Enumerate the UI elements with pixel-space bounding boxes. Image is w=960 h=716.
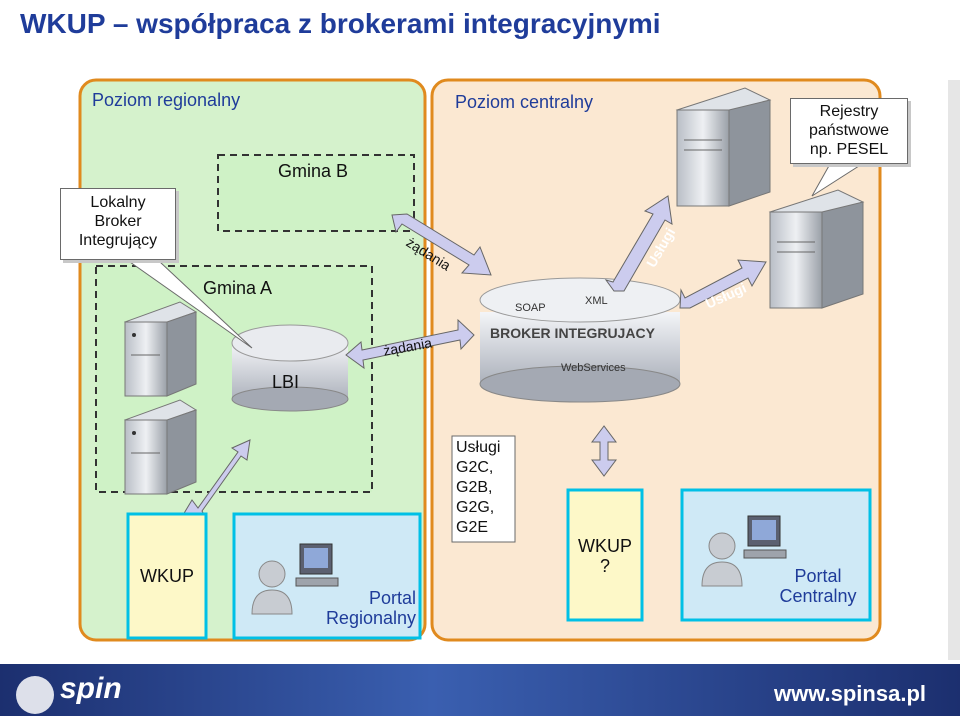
portal-regional-label: Portal Regionalny [300,588,416,628]
portal-line: Portal [794,566,842,586]
callout-line: państwowe [808,122,890,139]
services-line: G2G, [456,499,495,516]
services-line: G2C, [456,459,494,476]
lbi-database [231,324,349,412]
wkup-regional-label: WKUP [140,566,194,586]
side-bar [948,80,960,660]
services-list: Usługi G2C, G2B, G2G, G2E [456,438,500,538]
server-icon [123,399,198,495]
callout-line: Integrujący [78,232,158,249]
broker-xml-label: XML [585,295,608,307]
server-icon [123,301,198,397]
gmina-b-label: Gmina B [278,161,349,181]
portal-line: Portal [368,588,416,608]
wkup-central-label: WKUP ? [568,536,642,576]
broker-wkup-arrow [591,425,617,477]
spin-logo: spin [60,672,122,705]
footer-bar [0,664,960,716]
lbi-label: LBI [272,372,300,392]
lbi-callout-tail [128,261,253,349]
server-icon [768,189,865,309]
callout-line: Rejestry [819,103,879,120]
registries-callout: Rejestry państwowe np. PESEL [790,98,908,164]
request-arrow-top [391,213,492,276]
registry-callout-tail [811,163,864,197]
page-title: WKUP – współpraca z brokerami integracyj… [20,8,661,39]
wkup-regional-box [126,512,208,640]
services-line: Usługi [456,439,501,456]
services-line: G2E [456,519,489,536]
spin-logo-icon [16,676,54,714]
wkup-line: WKUP [578,536,632,556]
portal-line: Regionalny [325,608,416,628]
user-computer-icon [251,543,339,615]
user-computer-icon [701,515,787,587]
regional-level-label: Poziom regionalny [92,90,241,110]
broker-webservices-label: WebServices [561,362,626,374]
callout-line: Lokalny [90,194,146,211]
request-arrow-mid [345,318,475,370]
services-arrow-2 [679,259,767,309]
services-box [451,435,516,543]
gmina-a-label: Gmina A [203,278,273,298]
broker-name-label: BROKER INTEGRUJACY [490,325,655,341]
services-arrow-1 [604,195,673,292]
portal-line: Centralny [779,586,857,606]
broker-soap-label: SOAP [515,302,546,314]
server-icon [675,87,772,207]
callout-line: Broker [94,213,142,230]
wkup-central-box [566,488,644,622]
portal-central-label: Portal Centralny [768,566,868,606]
services-line: G2B, [456,479,493,496]
footer-url[interactable]: www.spinsa.pl [774,681,926,706]
lbi-broker-callout: Lokalny Broker Integrujący [60,188,176,260]
gmina-b-area [217,154,415,232]
wkup-line: ? [599,556,610,576]
central-level-label: Poziom centralny [455,92,594,112]
callout-line: np. PESEL [809,141,889,158]
broker-database [479,277,681,403]
